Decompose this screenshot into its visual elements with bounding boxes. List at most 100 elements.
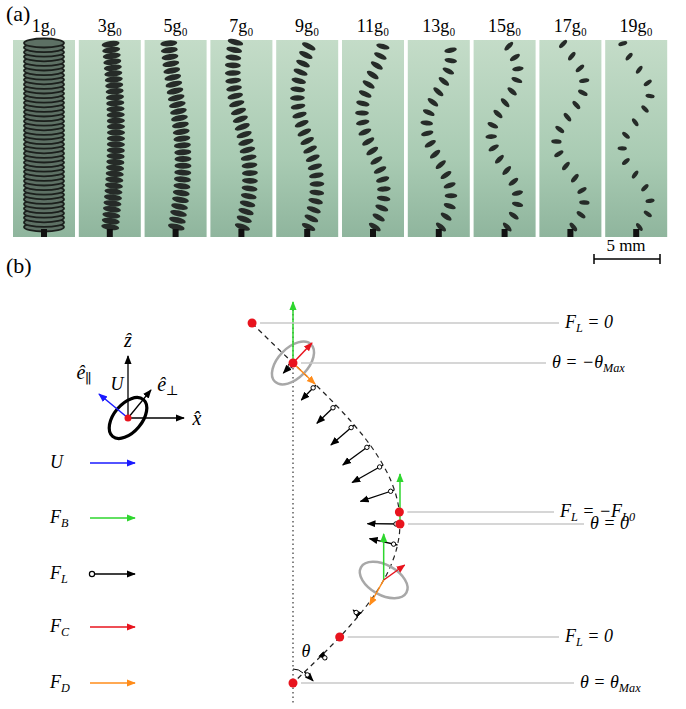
bubble — [437, 76, 450, 88]
bubble — [421, 129, 434, 137]
lift-tail — [323, 656, 327, 660]
bubble — [106, 164, 125, 171]
bubble — [492, 108, 504, 119]
bubble — [101, 40, 120, 49]
nozzle — [370, 229, 376, 237]
bubble — [306, 205, 322, 215]
bubble — [487, 121, 499, 130]
bubble — [241, 185, 257, 192]
bubble — [631, 117, 640, 127]
bubble — [242, 178, 258, 184]
panel-label: (b) — [6, 254, 32, 278]
bubble — [240, 192, 257, 200]
nozzle — [238, 229, 244, 237]
bubble — [571, 100, 581, 111]
photo-frame — [145, 40, 207, 237]
legend-arrow — [90, 626, 135, 628]
bubble — [107, 130, 125, 136]
bubble — [618, 146, 627, 150]
bubble — [434, 159, 447, 171]
scale-tick — [593, 254, 595, 264]
photo-frame — [474, 40, 536, 237]
force-c-arrow — [384, 565, 405, 580]
bubble — [238, 207, 255, 217]
bubble — [107, 123, 125, 129]
bubble — [631, 170, 640, 180]
bubble — [551, 139, 562, 144]
bubble — [358, 127, 373, 137]
lift-tail — [391, 542, 395, 546]
bubble — [577, 88, 588, 97]
trajectory-sketch — [248, 302, 584, 705]
gravity-label: 13g₀ — [422, 17, 455, 37]
bubble — [621, 131, 631, 140]
bubble — [290, 103, 306, 111]
bubble — [355, 110, 369, 115]
bubble — [374, 203, 389, 213]
legend-samples — [89, 463, 135, 683]
bubble — [420, 120, 433, 126]
bubble — [355, 118, 369, 126]
bubble — [105, 182, 124, 190]
bubble — [105, 81, 124, 89]
drag-arrow — [370, 580, 384, 605]
bubble — [105, 87, 124, 95]
bubble — [169, 107, 187, 116]
buoyancy-arrow — [399, 474, 401, 524]
legend-arrow — [95, 573, 135, 575]
state-dot — [289, 679, 298, 688]
lift-tail — [365, 445, 369, 449]
bubble — [375, 175, 390, 184]
photo-frame — [408, 40, 470, 237]
bubble — [443, 202, 457, 211]
bubble — [643, 210, 653, 219]
bubble — [579, 77, 590, 83]
leader-line — [408, 523, 584, 524]
legend-arrow — [90, 517, 135, 519]
lift-arrow — [331, 425, 354, 445]
bubble — [295, 58, 311, 69]
bubble — [643, 79, 653, 88]
drag-arrow — [293, 363, 315, 384]
bubble — [299, 135, 315, 146]
bubble — [442, 66, 455, 76]
bubble — [107, 147, 125, 154]
trajectory-curve — [252, 323, 400, 683]
bubble — [237, 137, 254, 147]
bubble — [225, 62, 241, 68]
nozzle — [41, 229, 47, 237]
angle-arc — [293, 669, 303, 673]
bubble — [371, 212, 386, 223]
gravity-label: 15g₀ — [488, 17, 521, 37]
bubble — [160, 40, 177, 47]
leader-line — [301, 362, 546, 363]
bubble — [373, 51, 388, 62]
bubble — [576, 186, 587, 195]
lift-tail — [311, 386, 315, 390]
state-label: θ — [302, 642, 311, 662]
bubble — [444, 47, 457, 54]
leader-line — [407, 511, 554, 512]
state-dot — [248, 319, 257, 328]
bubble — [562, 112, 572, 123]
nozzle — [173, 229, 179, 237]
nozzle — [304, 229, 310, 237]
bubble — [236, 214, 253, 224]
lift-tail — [349, 425, 353, 429]
legend-arrow — [90, 682, 135, 684]
scale-label: 5 mm — [606, 237, 645, 256]
bubble — [369, 155, 383, 167]
bubble — [358, 89, 373, 99]
bubble — [302, 144, 318, 155]
bubble — [298, 49, 314, 60]
gravity-label: 1g₀ — [32, 17, 56, 37]
bubble — [429, 148, 442, 160]
bubble — [558, 39, 568, 50]
lift-tail — [305, 673, 309, 677]
bubble — [242, 170, 258, 176]
bubble — [162, 59, 180, 68]
leader-line — [301, 682, 574, 683]
axis-label: ẑ — [124, 329, 132, 351]
state-dot — [335, 633, 344, 642]
